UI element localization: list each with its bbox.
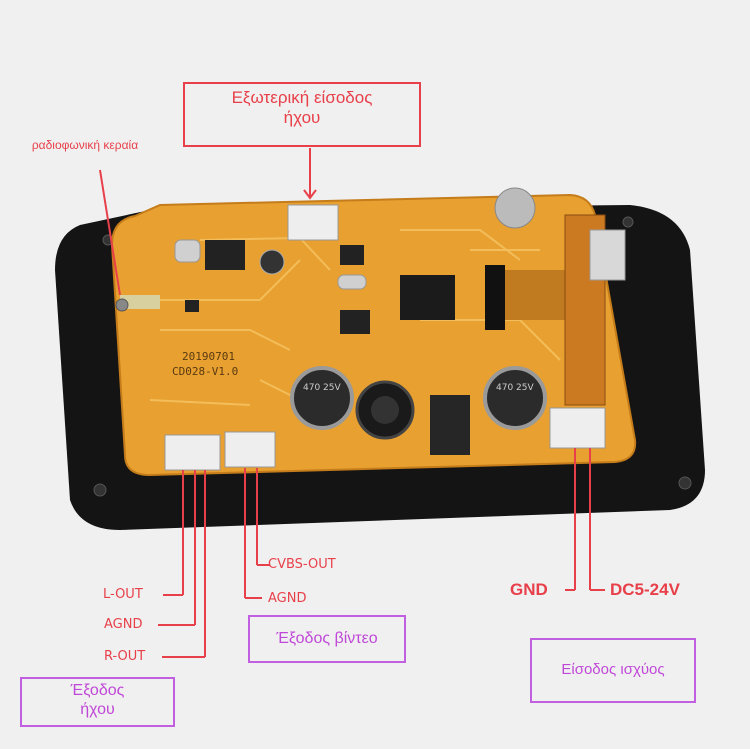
bezel-screw-hole xyxy=(93,483,107,497)
antenna-pad xyxy=(120,295,160,309)
capacitor-right xyxy=(483,366,547,430)
gnd-label: GND xyxy=(510,580,548,599)
power-input-label: Είσοδος ισχύος xyxy=(561,661,665,678)
capacitor-left xyxy=(290,366,354,430)
ic-chip xyxy=(400,275,455,320)
ext-audio-connector xyxy=(287,204,339,241)
capacitor-small xyxy=(259,249,285,275)
audio-out-connector xyxy=(164,434,221,471)
buzzer xyxy=(494,187,536,229)
ribbon-cable xyxy=(505,270,565,320)
l-out-label: L-OUT xyxy=(103,587,143,602)
video-out-connector xyxy=(224,431,276,468)
audio-output-label: Έξοδος ήχου xyxy=(70,682,125,719)
external-audio-input-label: Εξωτερική είσοδος ήχου xyxy=(231,88,373,128)
dc-input-label: DC5-24V xyxy=(610,580,680,599)
ic-chip xyxy=(340,245,364,265)
audio-output-box: Έξοδος ήχου xyxy=(20,677,175,727)
bezel-screw-hole xyxy=(678,476,692,490)
ic-chip xyxy=(205,240,245,270)
external-audio-input-box: Εξωτερική είσοδος ήχου xyxy=(183,82,421,147)
cap-right-marking: 470 25V xyxy=(496,383,534,393)
ic-chip xyxy=(185,300,199,312)
board-date-code: 20190701 xyxy=(182,350,235,363)
r-out-label: R-OUT xyxy=(104,649,146,664)
power-connector xyxy=(549,407,606,449)
video-output-box: Έξοδος βίντεο xyxy=(248,615,406,663)
crystal xyxy=(337,274,367,290)
radio-antenna-label: ραδιοφωνική κεραία xyxy=(30,138,140,154)
bezel-screw-hole xyxy=(622,216,634,228)
crystal xyxy=(174,239,201,263)
inductor-core xyxy=(371,396,399,424)
antenna-hole xyxy=(115,298,129,312)
power-input-box: Είσοδος ισχύος xyxy=(530,638,696,703)
cvbs-out-label: CVBS-OUT xyxy=(268,557,336,572)
side-connector-plug xyxy=(589,229,626,281)
ribbon-connector xyxy=(485,265,505,330)
video-output-label: Έξοδος βίντεο xyxy=(276,630,378,647)
radio-antenna-text: ραδιοφωνική κεραία xyxy=(31,138,139,152)
board-model: CD028-V1.0 xyxy=(172,365,238,378)
ic-chip xyxy=(340,310,370,334)
ic-chip xyxy=(430,395,470,455)
cap-left-marking: 470 25V xyxy=(303,383,341,393)
leader-lines xyxy=(99,148,605,658)
agnd-video-label: AGND xyxy=(268,591,307,606)
agnd-audio-label: AGND xyxy=(104,617,143,632)
